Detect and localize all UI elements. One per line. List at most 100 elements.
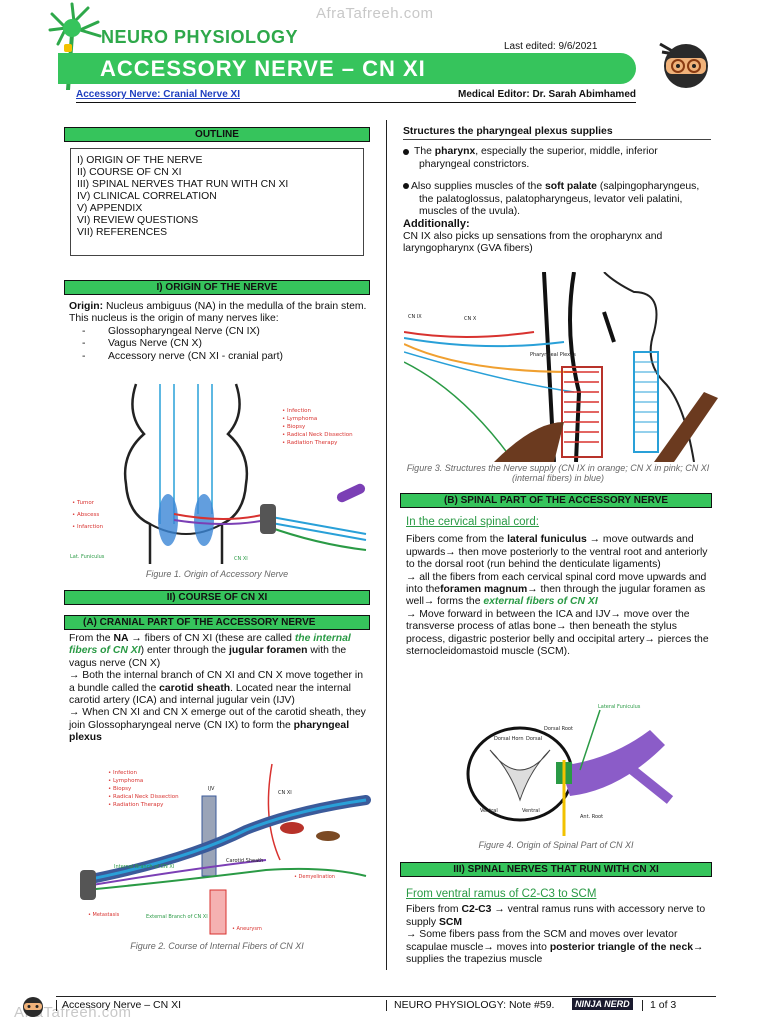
svg-text:• Biopsy: • Biopsy xyxy=(282,424,306,430)
svg-text:Ant. Root: Ant. Root xyxy=(580,814,603,820)
origin-label: Origin: xyxy=(69,301,104,312)
ventral-paragraph-1: Fibers from C2-C3 → ventral ramus runs w… xyxy=(406,904,706,928)
left-column: OUTLINE I) ORIGIN OF THE NERVE II) COURS… xyxy=(64,127,370,363)
footer-brand-logo: NINJA NERD xyxy=(572,998,633,1010)
ninja-mascot-icon xyxy=(656,38,712,90)
footer-page: 1 of 3 xyxy=(650,999,677,1011)
svg-text:Pharyngeal Plexus: Pharyngeal Plexus xyxy=(530,352,576,358)
medical-editor: Medical Editor: Dr. Sarah Abimhamed xyxy=(457,89,636,100)
bullet-icon xyxy=(403,148,409,155)
svg-text:• Radical Neck Dissection: • Radical Neck Dissection xyxy=(282,432,353,438)
ventral-heading: From ventral ramus of C2-C3 to SCM xyxy=(406,888,597,900)
right-column: Structures the pharyngeal plexus supplie… xyxy=(403,126,711,256)
plexus-bullet-1: The pharynx, especially the superior, mi… xyxy=(403,146,711,171)
svg-text:CN XI: CN XI xyxy=(234,556,248,562)
svg-text:Dorsal Root: Dorsal Root xyxy=(544,726,573,732)
list-item: Glossopharyngeal Nerve (CN IX) xyxy=(82,326,370,338)
outline-item[interactable]: I) ORIGIN OF THE NERVE xyxy=(77,155,203,166)
nerve-list: Glossopharyngeal Nerve (CN IX) Vagus Ner… xyxy=(64,326,370,363)
course-paragraph-1: From the NA → fibers of CN XI (these are… xyxy=(69,633,351,669)
svg-text:Dorsal Horn: Dorsal Horn xyxy=(494,736,524,742)
plexus-bullet-2: Also supplies muscles of the soft palate… xyxy=(403,181,711,218)
svg-text:CN X: CN X xyxy=(464,316,477,322)
title-banner xyxy=(58,53,636,84)
svg-text:External Branch of CN XI: External Branch of CN XI xyxy=(146,914,208,920)
last-edited: Last edited: 9/6/2021 xyxy=(504,41,598,52)
section-origin-header: I) ORIGIN OF THE NERVE xyxy=(64,280,370,295)
footer-sep-right xyxy=(642,1000,643,1011)
list-item: Vagus Nerve (CN X) xyxy=(82,338,370,350)
section-spinal-nerves-header: III) SPINAL NERVES THAT RUN WITH CN XI xyxy=(400,862,712,877)
series-title: NEURO PHYSIOLOGY xyxy=(101,27,299,47)
svg-text:• Metastasis: • Metastasis xyxy=(88,912,120,918)
page-title: ACCESSORY NERVE – CN XI xyxy=(100,56,426,81)
svg-text:Lat. Funiculus: Lat. Funiculus xyxy=(70,554,105,560)
svg-text:Internal Branch of CN XI: Internal Branch of CN XI xyxy=(114,864,174,870)
svg-text:CN XI: CN XI xyxy=(278,790,292,796)
origin-paragraph: Origin: Nucleus ambiguus (NA) in the med… xyxy=(64,301,370,313)
svg-text:• Tumor: • Tumor xyxy=(72,500,95,506)
figure-3-caption: Figure 3. Structures the Nerve supply (C… xyxy=(406,463,710,483)
outline-item[interactable]: V) APPENDIX xyxy=(77,203,143,214)
outline-item[interactable]: III) SPINAL NERVES THAT RUN WITH CN XI xyxy=(77,179,289,190)
figure-3-pharynx-drawing: CN IX CN X Pharyngeal Plexus xyxy=(403,271,718,463)
svg-text:IJV: IJV xyxy=(208,786,215,792)
svg-text:• Radiation Therapy: • Radiation Therapy xyxy=(108,802,164,808)
left-column-lower: II) COURSE OF CN XI (A) CRANIAL PART OF … xyxy=(64,590,370,745)
subsection-spinal-header: (B) SPINAL PART OF THE ACCESSORY NERVE xyxy=(400,493,712,508)
cervical-paragraph-2: → all the fibers from each cervical spin… xyxy=(406,571,707,608)
outline-box: I) ORIGIN OF THE NERVE II) COURSE OF CN … xyxy=(70,148,364,256)
footer-sep-left xyxy=(56,1000,57,1011)
figure-2-course-drawing: • Infection• Lymphoma• Biopsy• Radical N… xyxy=(66,760,378,940)
svg-text:• Aneurysm: • Aneurysm xyxy=(232,926,262,932)
outline-item[interactable]: VII) REFERENCES xyxy=(77,227,168,238)
subtitle-row: Accessory Nerve: Cranial Nerve XI Medica… xyxy=(76,89,636,103)
svg-text:Ventral: Ventral xyxy=(522,808,540,814)
origin-intro: This nucleus is the origin of many nerve… xyxy=(69,313,279,325)
bullet-icon xyxy=(403,183,409,190)
svg-text:• Radical Neck Dissection: • Radical Neck Dissection xyxy=(108,794,179,800)
cervical-paragraph-1: Fibers come from the lateral funiculus →… xyxy=(406,534,708,571)
figure-4-caption: Figure 4. Origin of Spinal Part of CN XI xyxy=(478,840,634,850)
column-divider xyxy=(386,120,387,970)
svg-text:• Infarction: • Infarction xyxy=(72,524,104,530)
right-column-bottom: III) SPINAL NERVES THAT RUN WITH CN XI F… xyxy=(400,862,712,966)
svg-text:Ventral: Ventral xyxy=(480,808,498,814)
course-paragraph-3: → When CN XI and CN X emerge out of the … xyxy=(69,707,366,744)
outline-header: OUTLINE xyxy=(64,127,370,142)
watermark-top: AfraTafreeh.com xyxy=(316,5,434,22)
svg-text:CN IX: CN IX xyxy=(408,314,422,320)
cervical-heading: In the cervical spinal cord: xyxy=(406,516,539,528)
svg-text:Carotid Sheath: Carotid Sheath xyxy=(226,858,263,864)
right-column-lower: (B) SPINAL PART OF THE ACCESSORY NERVE I… xyxy=(400,493,712,658)
outline-item[interactable]: VI) REVIEW QUESTIONS xyxy=(77,215,199,226)
outline-item[interactable]: IV) CLINICAL CORRELATION xyxy=(77,191,217,202)
footer-middle: NEURO PHYSIOLOGY: Note #59. xyxy=(394,999,555,1011)
subtitle-link[interactable]: Accessory Nerve: Cranial Nerve XI xyxy=(76,89,240,100)
figure-1-origin-drawing: • Infection• Lymphoma• Biopsy• Radical N… xyxy=(66,374,376,570)
section-course-header: II) COURSE OF CN XI xyxy=(64,590,370,605)
subsection-cranial-header: (A) CRANIAL PART OF THE ACCESSORY NERVE xyxy=(64,615,370,630)
additionally-label: Additionally: xyxy=(403,218,470,231)
origin-text: Nucleus ambiguus (NA) in the medulla of … xyxy=(103,301,367,312)
additionally-text: CN IX also picks up sensations from the … xyxy=(403,230,663,255)
footer-ninja-icon xyxy=(16,994,50,1018)
course-paragraph-2: → Both the internal branch of CN XI and … xyxy=(69,670,363,707)
svg-text:• Infection: • Infection xyxy=(282,408,311,414)
outline-item[interactable]: II) COURSE OF CN XI xyxy=(77,167,182,178)
svg-text:• Radiation Therapy: • Radiation Therapy xyxy=(282,440,338,446)
footer-sep-mid xyxy=(386,1000,387,1011)
plexus-title: Structures the pharyngeal plexus supplie… xyxy=(403,126,711,141)
cervical-paragraph-3: → Move forward in between the ICA and IJ… xyxy=(406,608,709,658)
svg-text:• Infection: • Infection xyxy=(108,770,137,776)
footer: Accessory Nerve – CN XI NEURO PHYSIOLOGY… xyxy=(56,996,716,1013)
watermark-bottom: AfraTafreeh.com xyxy=(14,1004,132,1021)
list-item: Accessory nerve (CN XI - cranial part) xyxy=(82,351,370,363)
svg-text:• Demyelination: • Demyelination xyxy=(294,874,335,880)
footer-left: Accessory Nerve – CN XI xyxy=(62,999,182,1011)
figure-1-caption: Figure 1. Origin of Accessory Nerve xyxy=(145,569,289,579)
figure-2-caption: Figure 2. Course of Internal Fibers of C… xyxy=(130,941,304,951)
svg-text:• Biopsy: • Biopsy xyxy=(108,786,132,792)
ventral-paragraph-2: → Some fibers pass from the SCM and move… xyxy=(406,929,704,966)
svg-text:Dorsal: Dorsal xyxy=(526,736,542,742)
